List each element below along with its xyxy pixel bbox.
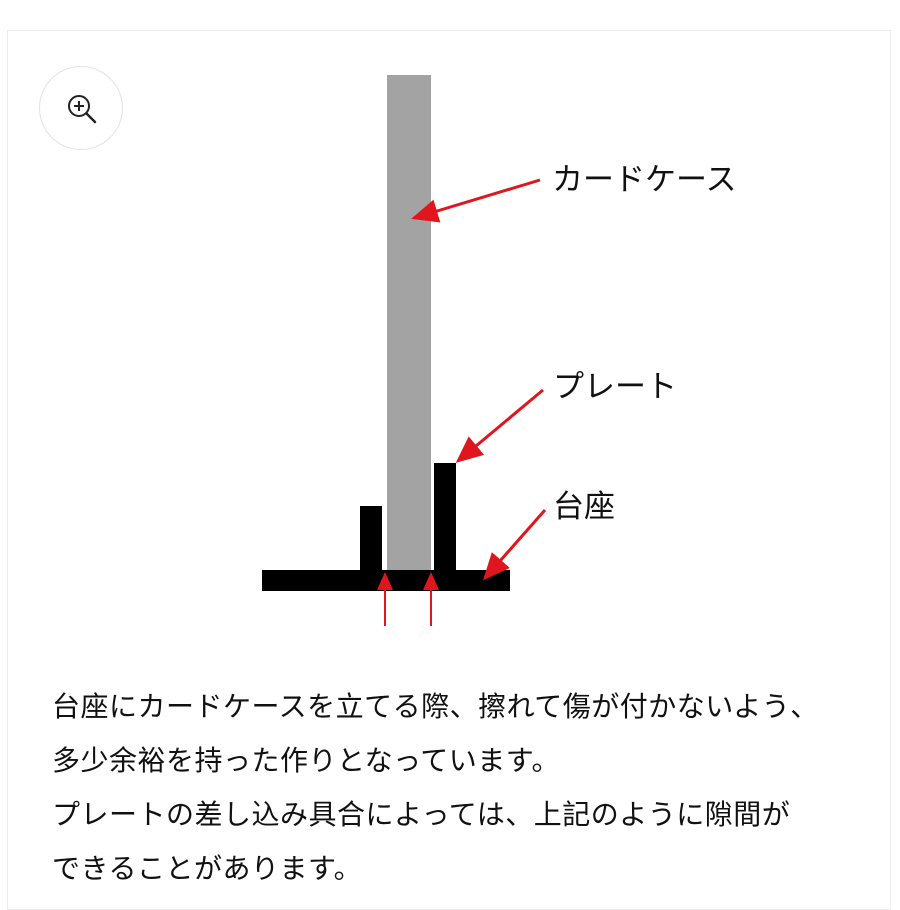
base-label: 台座 — [553, 489, 615, 525]
card-case-label: カードケース — [552, 162, 737, 198]
plate-label: プレート — [553, 369, 677, 405]
caption-line: できることがあります。 — [52, 852, 363, 885]
base-arrow — [483, 509, 547, 581]
zoom-button[interactable] — [39, 66, 123, 150]
left-plate — [360, 506, 382, 570]
caption: 台座にカードケースを立てる際、擦れて傷が付かないよう、 多少余裕を持った作りとな… — [52, 680, 882, 896]
right-plate — [434, 463, 456, 570]
zoom-in-icon — [68, 95, 97, 124]
caption-line: 台座にカードケースを立てる際、擦れて傷が付かないよう、 — [52, 690, 819, 723]
card-case-arrow — [411, 178, 541, 223]
caption-line: プレートの差し込み具合によっては、上記のように隙間が — [52, 798, 791, 831]
card-case — [387, 75, 431, 570]
caption-line: 多少余裕を持った作りとなっています。 — [52, 744, 560, 777]
plate-arrow — [455, 388, 544, 463]
